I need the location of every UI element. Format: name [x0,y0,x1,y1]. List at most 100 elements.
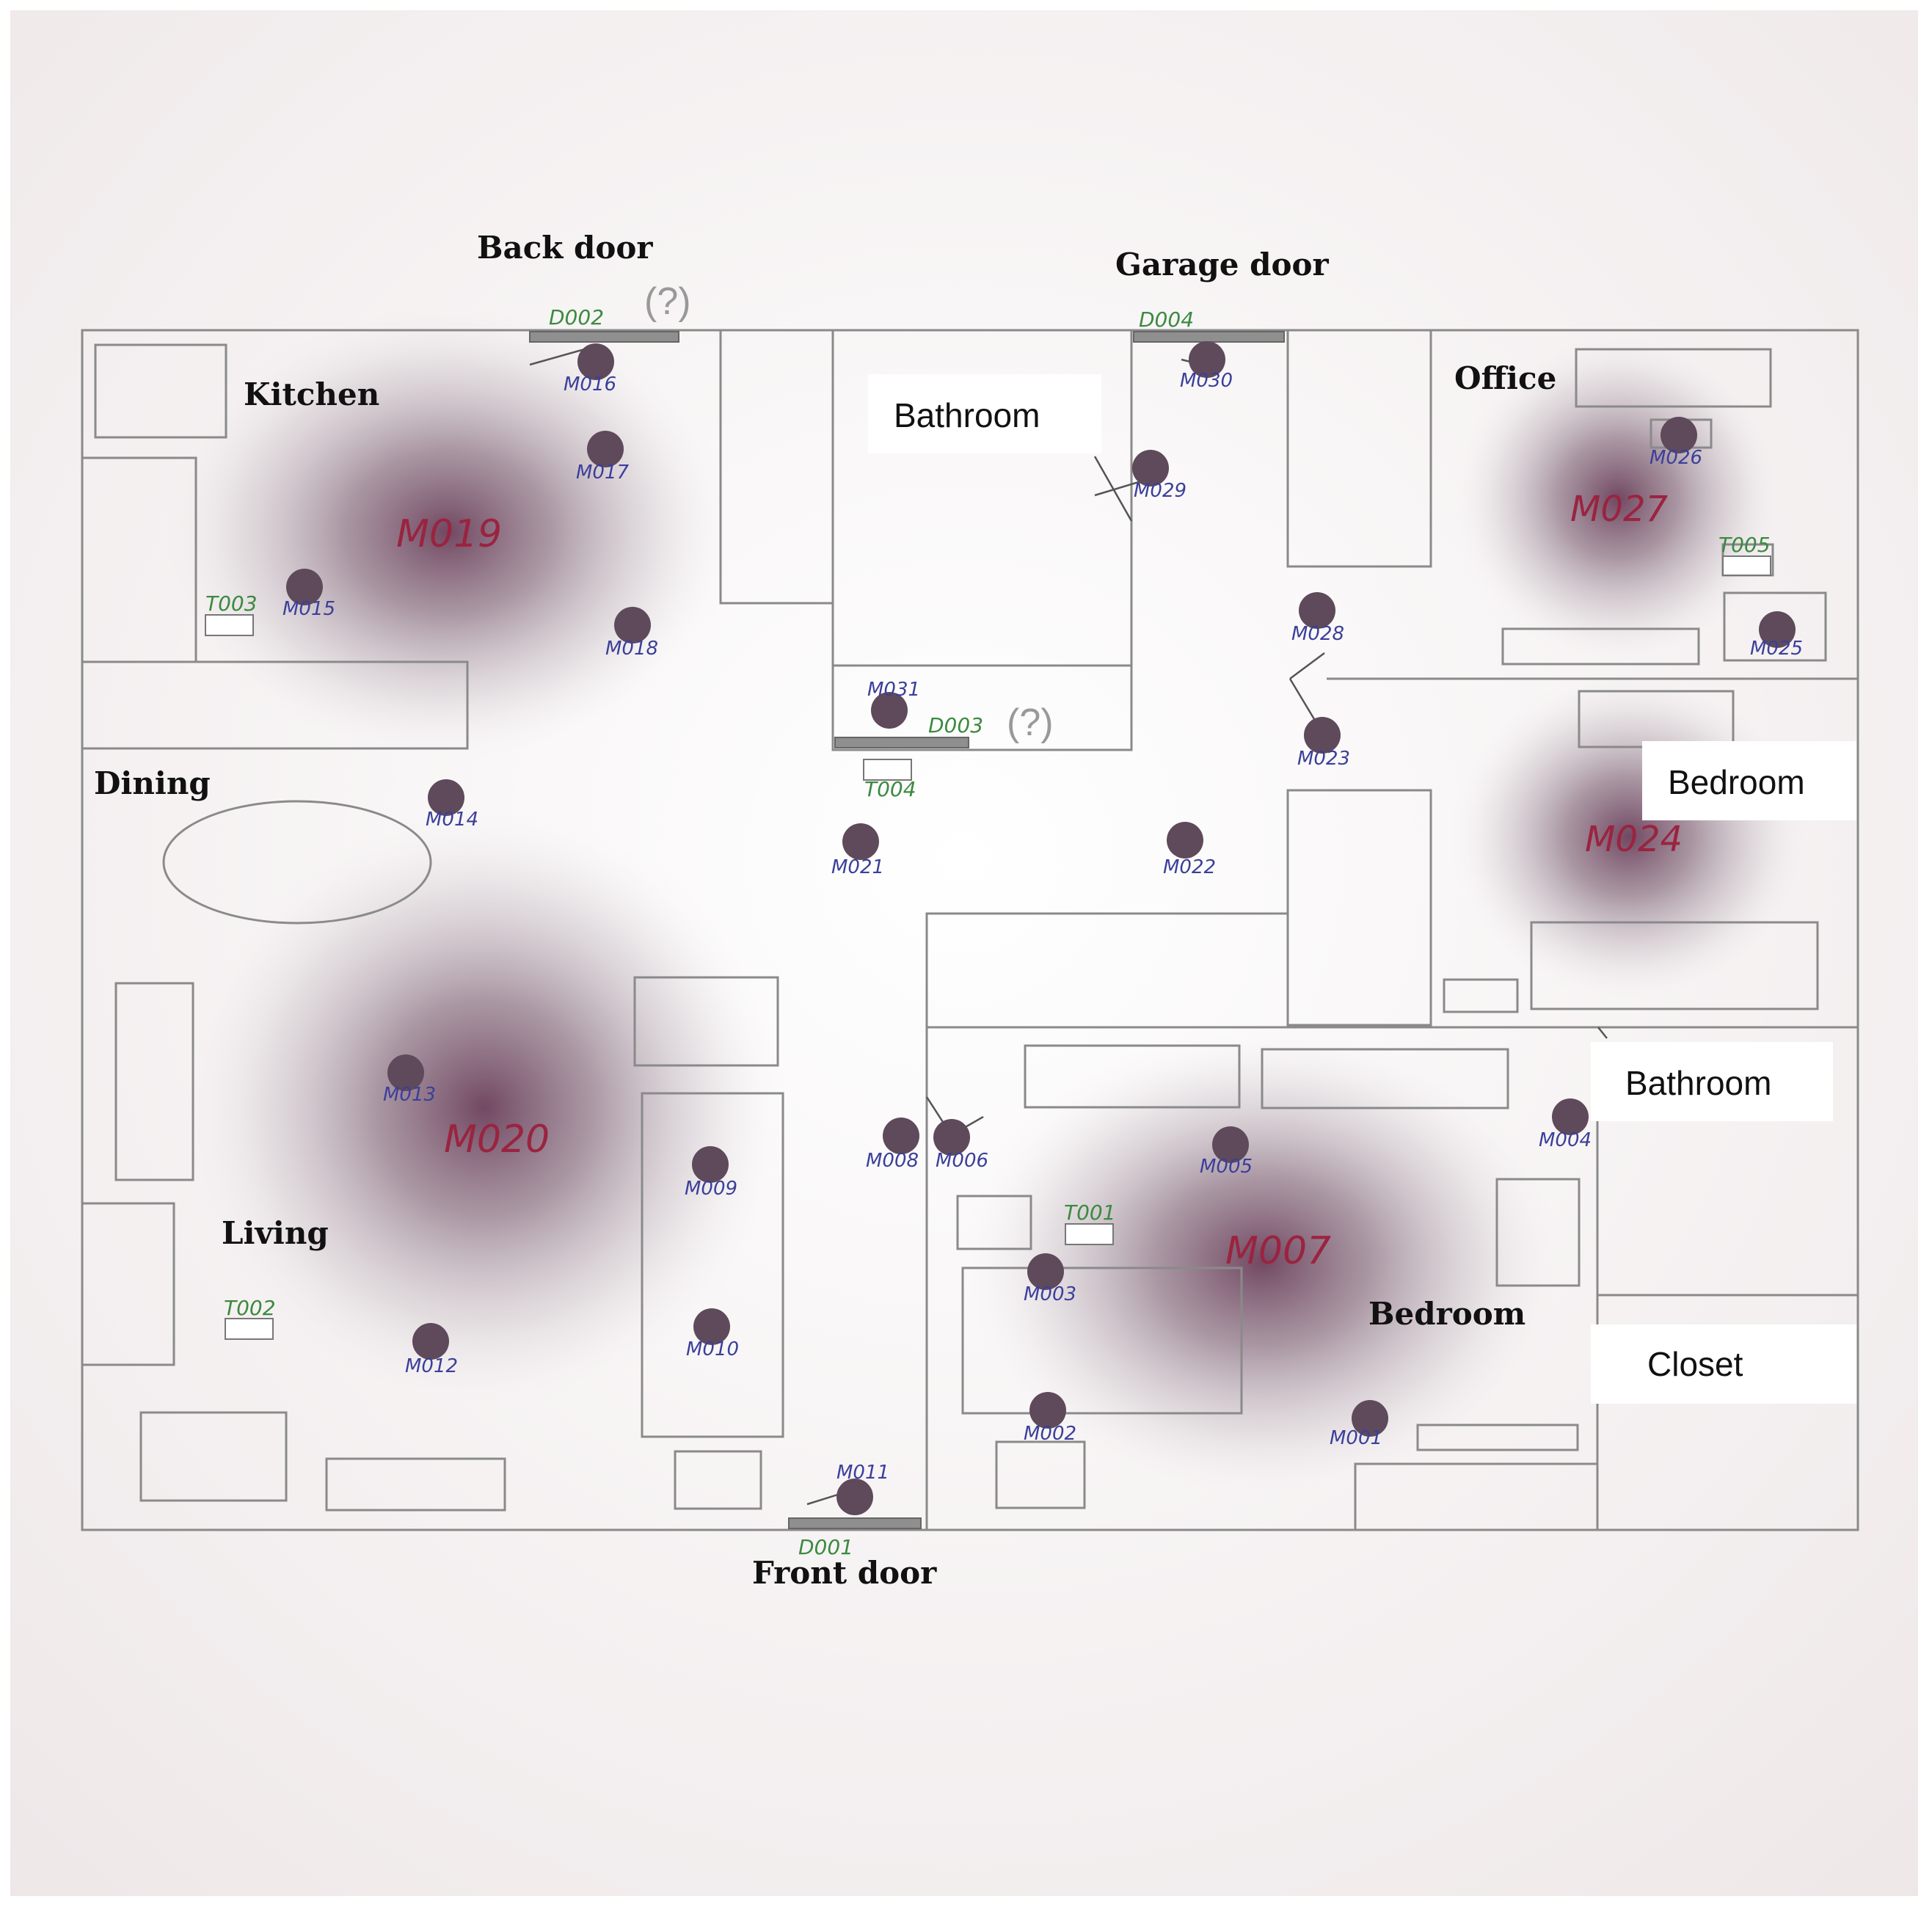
bedroom-main-label: Bedroom [1368,1296,1525,1332]
main-bed [961,1266,1243,1415]
motion-sensor-m014 [428,779,464,816]
motion-sensor-m031 [871,692,908,729]
vanity-right [1261,1048,1509,1109]
living-chair [633,976,779,1067]
sensor-id: M030 [1180,370,1233,392]
motion-sensor-m013 [387,1054,424,1091]
area-sensor-label: M007 [1225,1229,1331,1273]
area-sensor-label: M027 [1570,489,1668,530]
office-shelf [1501,627,1700,666]
motion-sensor-m016 [577,343,614,380]
motion-sensor-m028 [1299,592,1335,629]
back-door-label: Back door [477,230,653,266]
bath-door-bar [834,737,969,748]
front-door-bar [788,1517,922,1529]
sensor-id: M002 [1024,1423,1076,1445]
t002-box [225,1318,274,1340]
sensor-id: M021 [831,856,884,878]
uncertain-mark: (?) [644,280,691,323]
label-box [1591,1042,1833,1121]
door-sensor-id: D001 [798,1535,853,1559]
bathroom-top-label: Bathroom [894,396,1040,434]
heat-blob [954,1020,1570,1504]
sensor-id: M003 [1024,1283,1076,1305]
motion-sensor-m010 [693,1308,730,1345]
bedroom-nightstand [1443,978,1519,1013]
sensor-id: M018 [605,638,658,660]
heat-blob [176,800,792,1416]
motion-sensor-m004 [1552,1098,1589,1135]
temp-sensor-id: T002 [224,1296,276,1320]
bedroom-closet [1286,789,1432,1027]
office-label: Office [1454,360,1556,396]
motion-sensor-m022 [1167,822,1203,859]
door-sensor-id: D003 [928,713,983,737]
temp-sensor-id: T003 [205,591,258,616]
sensor-id: M009 [685,1178,737,1200]
motion-sensor-m018 [614,607,651,644]
door-sensor-id: D002 [549,305,604,329]
motion-sensor-m008 [883,1118,919,1154]
back-door-bar [529,331,679,343]
bathroom-top-walls [831,330,1133,751]
sensor-id: M004 [1539,1129,1592,1151]
area-sensor-labels: M019 M027 M024 M020 M007 [396,489,1683,1273]
bath-cabinet [1495,1178,1581,1287]
bedroom-right-label: Bedroom [1668,763,1805,801]
sensor-id: M017 [576,462,630,484]
sensor-id: M011 [836,1462,889,1484]
temp-sensor-id: T004 [864,777,916,801]
door-swing [1597,1027,1608,1039]
sensor-id: M028 [1291,623,1344,645]
label-box [1591,1324,1856,1404]
uncertain-mark: (?) [1007,701,1054,744]
sensor-id: M026 [1650,447,1702,469]
door-swing [1093,456,1133,522]
motion-sensor-m003 [1027,1253,1064,1290]
area-sensor-label: M024 [1585,819,1683,860]
motion-sensor-m011 [836,1479,873,1515]
door-sensor-id: D004 [1139,307,1194,332]
sensor-id: M015 [282,598,335,620]
label-box [1642,741,1856,820]
closet-label: Closet [1647,1345,1743,1383]
kitchen-island [81,660,469,750]
bathroom-right-label: Bathroom [1625,1064,1771,1102]
front-door-label: Front door [752,1555,937,1591]
area-sensor-label: M020 [444,1118,550,1162]
bedroom-bed [1530,921,1819,1010]
sensor-id: M029 [1134,480,1186,502]
motion-sensor-m030 [1189,341,1225,378]
hall-wall [925,912,1288,1530]
room-labels: Back door Garage door Kitchen Office Din… [94,230,1805,1591]
sensor-id: M005 [1200,1156,1253,1178]
sensor-id: M022 [1163,856,1216,878]
motion-sensor-m012 [412,1323,449,1360]
sensor-id: M001 [1330,1427,1382,1449]
temp-sensor-id: T001 [1064,1200,1116,1225]
temp-sensor-id: T005 [1718,533,1771,557]
label-box [868,374,1101,453]
living-bench [325,1457,506,1512]
sensor-id: M008 [866,1150,919,1172]
motion-sensor-m015 [286,569,323,605]
motion-sensor-m021 [842,823,879,860]
sensor-id: M013 [383,1084,436,1106]
motion-sensor-m009 [692,1146,729,1183]
vanity-left [1024,1044,1241,1109]
outer-wall [81,329,1859,1531]
t004-box [863,759,912,781]
sensor-id: M010 [686,1338,739,1360]
dining-label: Dining [94,765,211,801]
area-sensor-label: M019 [396,512,502,556]
label-boxes [868,374,1856,1404]
living-sofa [641,1092,784,1438]
living-label: Living [222,1215,329,1251]
motion-sensor-m017 [587,431,624,467]
heat-blob [1449,330,1787,668]
motion-sensor-labels: M016 M017 M015 M018 M030 M029 M026 M028 … [282,370,1803,1484]
living-shelf [114,982,194,1181]
kitchen-label: Kitchen [244,376,379,412]
door-temp-labels: D002 D004 D003 D001 T003 T005 T004 T001 … [205,305,1771,1559]
door-swing [529,347,588,366]
